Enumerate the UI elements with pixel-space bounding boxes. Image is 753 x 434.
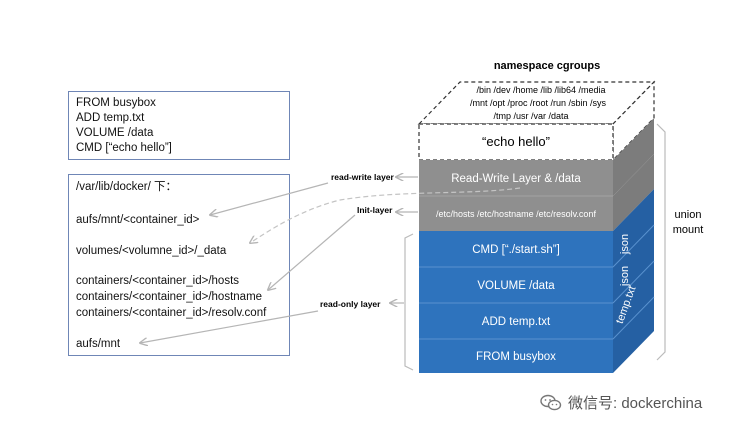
host-path-hostname: containers/<container_id>/hostname [76,291,263,303]
ro-layer-label: VOLUME /data [477,280,555,292]
host-paths-box: /var/lib/docker/ 下： aufs/mnt/<container_… [68,174,290,356]
host-path-volumes: volumes/<volumne_id>/_data [76,245,227,257]
echo-layer [418,123,614,161]
ro-layer-label: CMD [“./start.sh”] [472,244,560,256]
side-label-json: json [619,234,631,255]
dockerfile-box: FROM busybox ADD temp.txt VOLUME /data C… [68,91,290,160]
host-path-aufs-mnt: aufs/mnt [76,338,121,350]
dockerfile-line: CMD [“echo hello”] [76,142,172,154]
ro-arrow-to-aufs [140,310,319,343]
dockerfile-line: VOLUME /data [76,127,154,139]
read-only-bracket [404,233,414,371]
host-path-mnt: aufs/mnt/<container_id> [76,214,200,226]
ro-layer-label: ADD temp.txt [482,316,551,328]
watermark-text: 微信号: dockerchina [568,395,703,412]
read-only-label: read-only layer [320,299,381,309]
read-write-layer [419,160,613,196]
mount-label: mount [673,224,704,236]
union-mount-brace [656,123,666,361]
rootfs-line-3: /tmp /usr /var /data [493,111,568,121]
watermark: 微信号: dockerchina [540,392,702,413]
rootfs-line-1: /bin /dev /home /lib /lib64 /media [476,85,605,95]
read-write-layer-label: Read-Write Layer & /data [451,173,581,185]
stack-title: namespace cgroups [494,60,600,72]
init-layer [419,196,613,231]
wechat-icon [540,394,562,410]
side-label-json: json [619,266,631,287]
rootfs-line-2: /mnt /opt /proc /root /run /sbin /sys [470,98,607,108]
host-path-resolv: containers/<container_id>/resolv.conf [76,307,267,319]
read-write-label: read-write layer [331,172,395,182]
union-label: union [675,209,702,221]
rw-arrow-to-mnt [210,182,329,215]
ro-layer [419,267,613,303]
host-path-hosts: containers/<container_id>/hosts [76,275,240,287]
init-layer-label: /etc/hosts /etc/hostname /etc/resolv.con… [436,209,596,219]
ro-layer [419,303,613,339]
init-layer-side [613,154,654,231]
dockerfile-line: ADD temp.txt [76,112,145,124]
ro-layer-label: FROM busybox [476,351,556,363]
init-layer-side-label: Init-layer [357,205,393,215]
ro-layer [419,339,613,373]
ro-layer [419,231,613,267]
host-path-header: /var/lib/docker/ 下： [76,181,177,193]
volume-dashed-arrow [250,187,521,243]
init-arrow-to-hosts [268,214,356,290]
echo-layer-label: “echo hello” [482,134,550,149]
dockerfile-line: FROM busybox [76,97,156,109]
read-write-layer-side [613,118,654,196]
